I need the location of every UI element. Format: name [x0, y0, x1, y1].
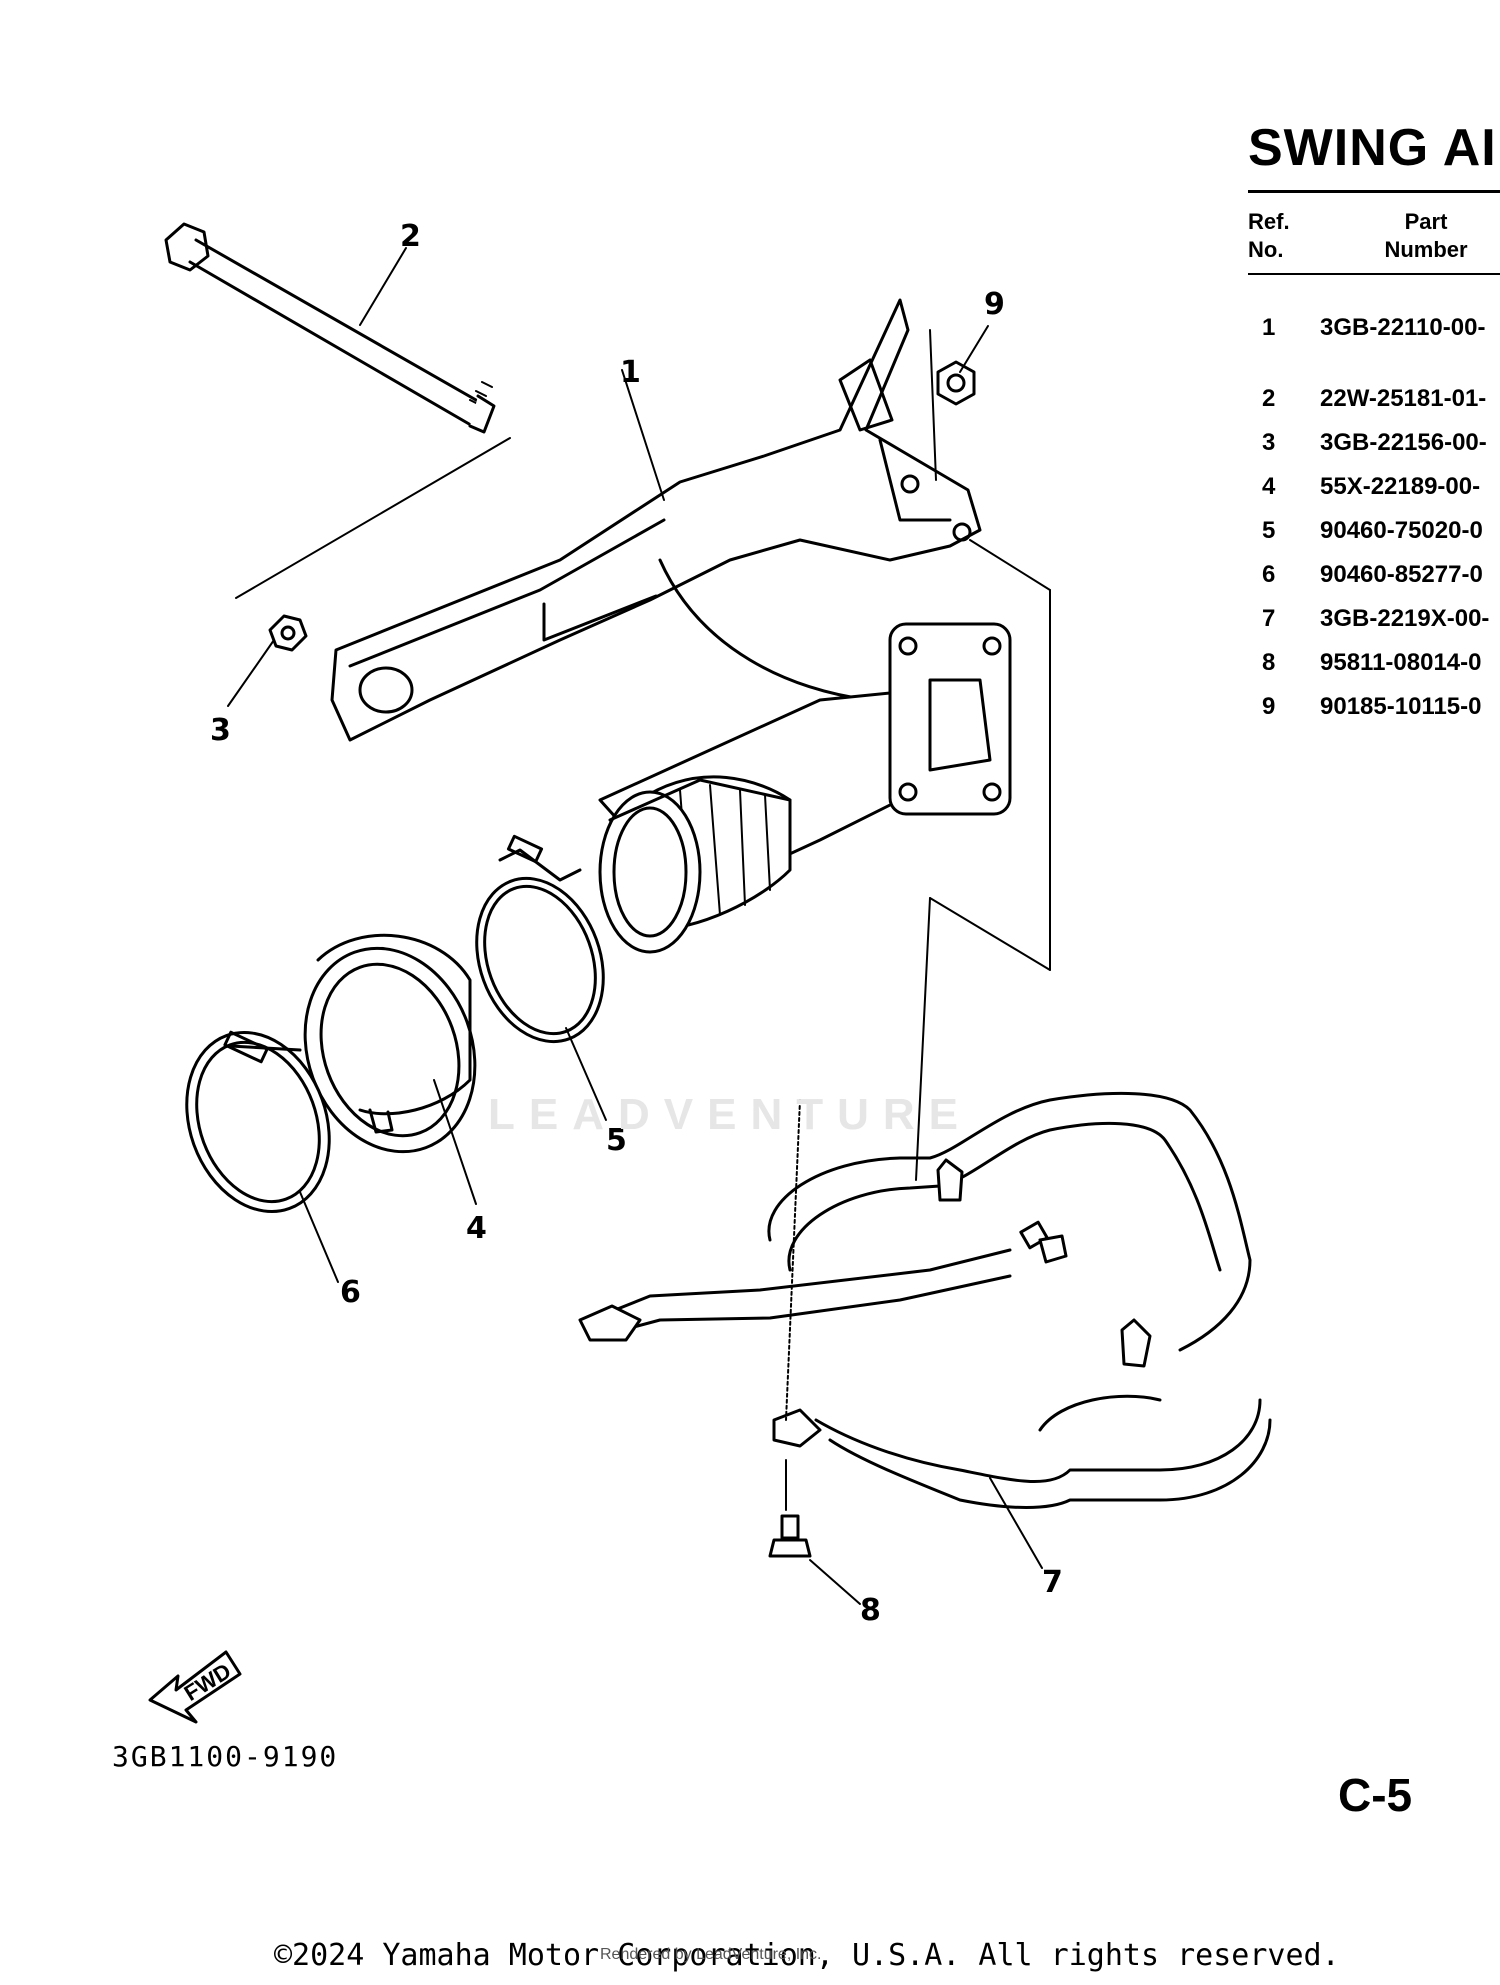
leader-lines	[227, 247, 1051, 1605]
callout-6: 6	[340, 1275, 361, 1310]
swing-arm-guard	[578, 1091, 1272, 1509]
copyright-notice: ©2024 Yamaha Motor Corporation, U.S.A. A…	[274, 1938, 1340, 1973]
rendered-by-notice: Rendered by LeadVenture, Inc.	[600, 1946, 822, 1963]
callout-9: 9	[984, 287, 1005, 322]
watermark: LEADVENTURE	[488, 1090, 973, 1139]
page-title: SWING AI	[1248, 119, 1497, 177]
table-top-rule	[1248, 190, 1500, 193]
callout-8: 8	[860, 1593, 881, 1628]
callout-2: 2	[400, 219, 421, 254]
callout-4: 4	[466, 1211, 487, 1246]
callout-5: 5	[606, 1123, 627, 1158]
lock-washer	[268, 614, 308, 652]
flange-bolt	[768, 1514, 812, 1558]
page-id: C-5	[1338, 1769, 1413, 1821]
callout-7: 7	[1042, 1565, 1063, 1600]
column-header-ref: Ref.No.	[1248, 209, 1290, 262]
table-header-rule	[1248, 273, 1500, 275]
diagram-number: 3GB1100-9190	[112, 1740, 339, 1773]
callout-1: 1	[620, 355, 641, 390]
fwd-arrow-icon: FWD	[148, 1650, 242, 1724]
clamp-small	[475, 834, 605, 1044]
swing-arm	[330, 298, 1012, 954]
clamp-large	[185, 1030, 331, 1214]
callout-3: 3	[210, 713, 231, 748]
nut	[936, 360, 976, 406]
flange-bolt-upper	[1019, 1220, 1068, 1264]
pivot-shaft-bolt	[164, 222, 496, 434]
